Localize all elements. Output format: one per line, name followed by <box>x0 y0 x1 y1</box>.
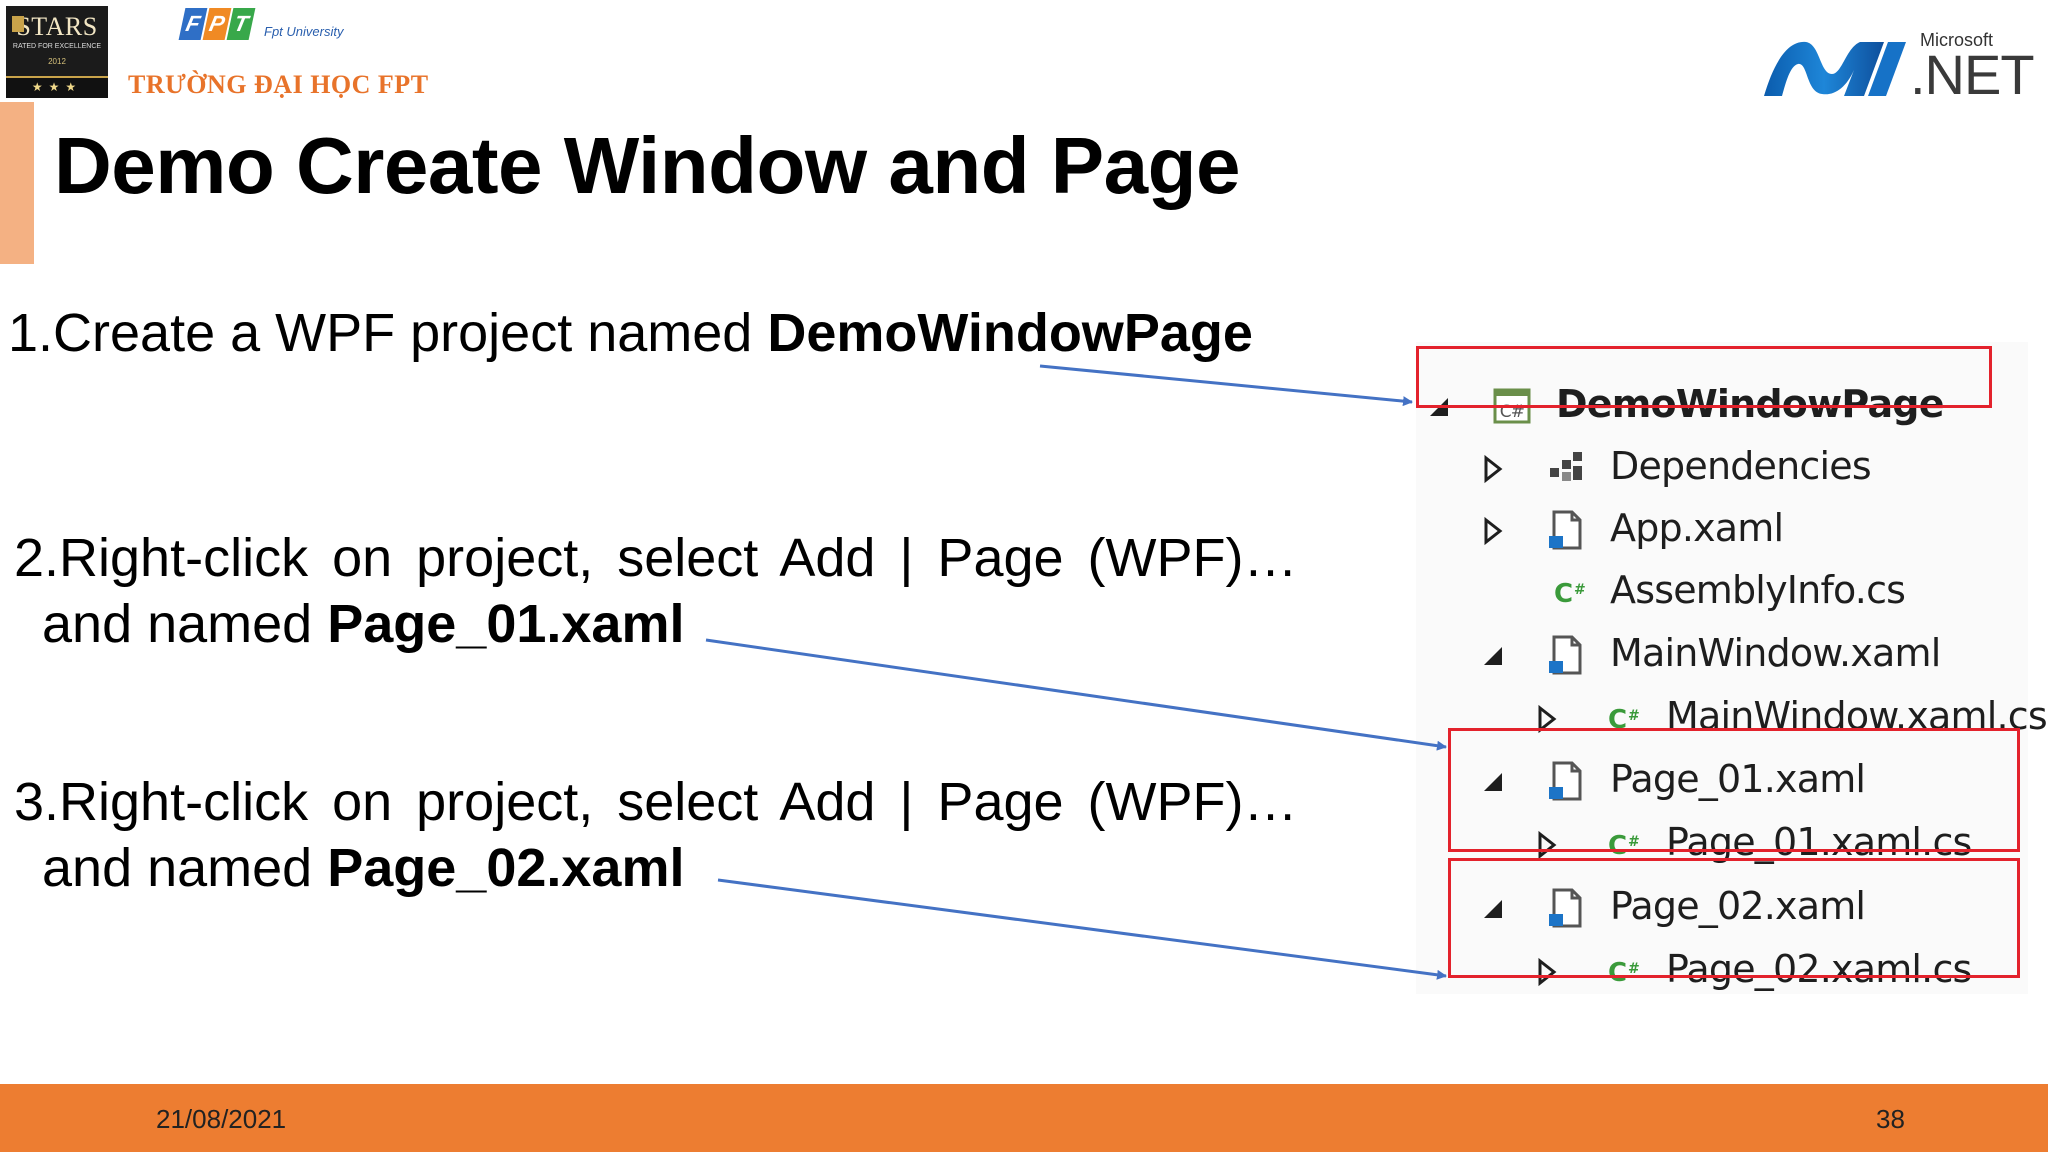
step-2-file-name: Page_01.xaml <box>327 594 685 654</box>
stars-year: 2012 <box>48 57 66 66</box>
stars-square-icon <box>12 16 24 32</box>
xaml-file-icon <box>1549 888 1582 928</box>
svg-text:#: # <box>1574 582 1585 598</box>
dotnet-wave-icon <box>1764 41 1906 96</box>
step-1-text: 1.Create a WPF project named <box>8 303 768 363</box>
svg-text:#: # <box>1628 708 1639 724</box>
footer-bar <box>0 1084 2048 1152</box>
step-2-line-2: and named Page_01.xaml <box>42 591 684 657</box>
microsoft-label: Microsoft <box>1920 30 1994 50</box>
page-title: Demo Create Window and Page <box>54 121 1241 210</box>
tree-item-assemblyinfo[interactable]: C# AssemblyInfo.cs <box>1416 562 2016 620</box>
arrow-step-2 <box>705 638 1447 751</box>
tree-item-project[interactable]: C# DemoWindowPage <box>1416 376 2016 434</box>
tree-item-label: App.xaml <box>1610 506 1784 550</box>
csharp-file-icon: C# <box>1608 705 1640 735</box>
stars-logo: STARS RATED FOR EXCELLENCE 2012 ★★★ <box>6 6 108 98</box>
csharp-file-icon: C# <box>1554 579 1586 609</box>
step-3-line-1: 3.Right-click on project, select Add | P… <box>14 772 1298 832</box>
stars-subtitle: RATED FOR EXCELLENCE <box>12 43 102 50</box>
arrow-step-3 <box>717 878 1447 980</box>
stars-band: ★★★ <box>6 76 108 98</box>
slide-number: 38 <box>1876 1104 1905 1134</box>
svg-text:#: # <box>1628 961 1639 977</box>
step-2-line-1: 2.Right-click on project, select Add | P… <box>14 528 1298 588</box>
tree-item-label: Page_02.xaml.cs <box>1666 947 1972 991</box>
svg-text:C: C <box>1554 579 1572 609</box>
step-3-file-name: Page_02.xaml <box>327 838 685 898</box>
stars-word: STARS <box>16 12 98 41</box>
tree-item-page01-xaml[interactable]: Page_01.xaml <box>1416 751 2016 809</box>
tree-item-page01-cs[interactable]: C# Page_01.xaml.cs <box>1416 814 2016 872</box>
dotnet-logo: Microsoft .NET <box>1760 30 2035 106</box>
tree-item-page02-cs[interactable]: C# Page_02.xaml.cs <box>1416 941 2016 999</box>
tree-item-label: Page_01.xaml <box>1610 757 1866 801</box>
title-accent-bar <box>0 102 34 264</box>
dependencies-icon <box>1550 452 1582 481</box>
step-3-line-2: and named Page_02.xaml <box>42 835 684 901</box>
highlight-box-project <box>1416 346 1992 408</box>
tree-item-dependencies[interactable]: Dependencies <box>1416 438 2016 496</box>
step-1: 1.Create a WPF project named DemoWindowP… <box>8 300 1253 366</box>
svg-text:#: # <box>1628 834 1639 850</box>
tree-item-label: Page_01.xaml.cs <box>1666 820 1972 864</box>
tree-item-label: AssemblyInfo.cs <box>1610 568 1906 612</box>
svg-text:C: C <box>1608 958 1626 988</box>
step-3-text: and named <box>42 838 328 898</box>
tree-item-label: Dependencies <box>1610 444 1872 488</box>
expanded-arrow-icon[interactable] <box>1480 641 1506 671</box>
solution-explorer-tree: C# DemoWindowPage Dependencies App.xaml … <box>1416 342 2048 994</box>
csharp-file-icon: C# <box>1608 831 1640 861</box>
tree-item-page02-xaml[interactable]: Page_02.xaml <box>1416 878 2016 936</box>
highlight-box-page02 <box>1448 858 2020 978</box>
tree-item-label: Page_02.xaml <box>1610 884 1866 928</box>
step-1-project-name: DemoWindowPage <box>767 303 1253 363</box>
arrow-step-1 <box>1039 364 1413 407</box>
collapsed-arrow-icon[interactable] <box>1480 454 1506 484</box>
highlight-box-page01 <box>1448 728 2020 852</box>
xaml-file-icon <box>1549 761 1582 801</box>
collapsed-arrow-icon[interactable] <box>1534 704 1560 734</box>
fpt-university-label: Fpt University <box>264 24 344 39</box>
tree-item-app-xaml[interactable]: App.xaml <box>1416 500 2016 558</box>
expanded-arrow-icon[interactable] <box>1480 894 1506 924</box>
footer-date: 21/08/2021 <box>156 1104 287 1134</box>
dotnet-label: .NET <box>1910 43 2035 106</box>
tree-item-label: MainWindow.xaml <box>1610 631 1941 675</box>
xaml-file-icon <box>1549 635 1582 675</box>
xaml-file-icon <box>1549 510 1582 550</box>
svg-text:C: C <box>1608 705 1626 735</box>
expanded-arrow-icon[interactable] <box>1480 767 1506 797</box>
collapsed-arrow-icon[interactable] <box>1480 516 1506 546</box>
svg-text:C: C <box>1608 831 1626 861</box>
csharp-file-icon: C# <box>1608 958 1640 988</box>
tree-item-label: DemoWindowPage <box>1556 382 1944 426</box>
fpt-school-name: TRƯỜNG ĐẠI HỌC FPT <box>128 70 429 99</box>
step-2-text: and named <box>42 594 328 654</box>
tree-item-mainwindow-xaml[interactable]: MainWindow.xaml <box>1416 625 2016 683</box>
